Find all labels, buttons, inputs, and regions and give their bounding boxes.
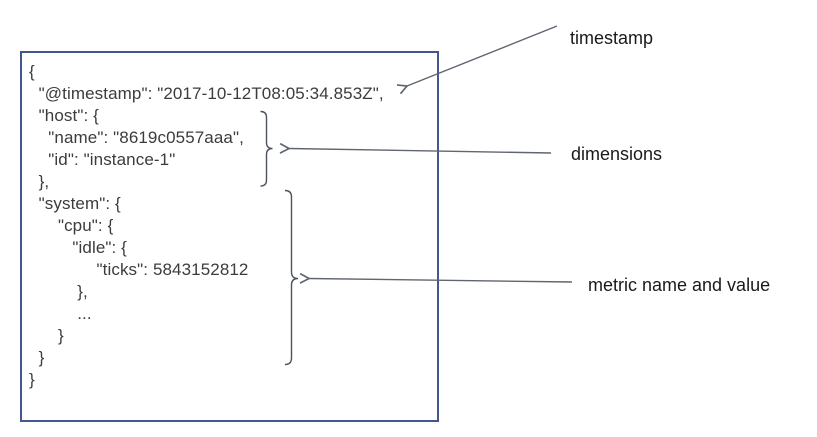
code-line-idle-close: },	[29, 282, 88, 301]
code-line-host-name: "name": "8619c0557aaa",	[29, 128, 244, 147]
code-line-cpu-close: }	[29, 326, 64, 345]
code-line-idle-open: "idle": {	[29, 238, 127, 257]
code-line-root-close: }	[29, 370, 35, 389]
dimensions-label: dimensions	[571, 144, 663, 164]
json-event-box: { "@timestamp": "2017-10-12T08:05:34.853…	[20, 51, 439, 422]
code-line-host-close: },	[29, 172, 50, 191]
code-line-root-open: {	[29, 62, 35, 81]
metric-name-and-value-label: metric name and value	[588, 275, 771, 295]
code-line-ticks: "ticks": 5843152812	[29, 260, 249, 279]
code-line-ellipsis: ...	[29, 304, 92, 323]
json-code-block: { "@timestamp": "2017-10-12T08:05:34.853…	[29, 61, 384, 391]
code-line-host-open: "host": {	[29, 106, 99, 125]
code-line-system-open: "system": {	[29, 194, 121, 213]
code-line-timestamp: "@timestamp": "2017-10-12T08:05:34.853Z"…	[29, 84, 384, 103]
code-line-cpu-open: "cpu": {	[29, 216, 114, 235]
timestamp-label: timestamp	[570, 28, 654, 48]
code-line-host-id: "id": "instance-1"	[29, 150, 176, 169]
code-line-system-close: }	[29, 348, 45, 367]
